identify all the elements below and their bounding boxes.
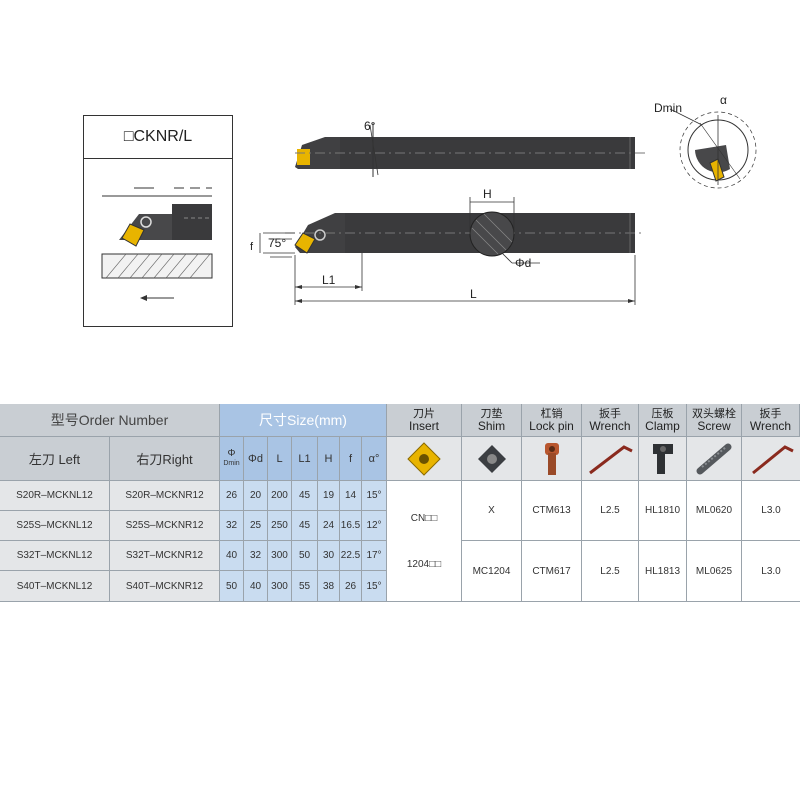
reference-view-title: □CKNR/L	[84, 116, 232, 159]
l1-cell: 50	[292, 541, 318, 571]
lock-pin-image-cell	[522, 437, 582, 481]
left-model-cell: S40T–MCKNL12	[0, 571, 110, 602]
alpha-cell: 15°	[362, 481, 387, 511]
lock-pin-value-group1: CTM613	[522, 481, 582, 541]
alpha-cell: 15°	[362, 571, 387, 602]
clamp-image-cell	[639, 437, 687, 481]
order-number-header: 型号Order Number	[0, 404, 220, 437]
h-label: H	[483, 187, 492, 201]
shim-image-cell	[462, 437, 522, 481]
h-cell: 38	[318, 571, 340, 602]
l-label: L	[470, 287, 477, 301]
d-col-header: Φd	[244, 437, 268, 481]
f-cell: 22.5	[340, 541, 362, 571]
wrench-icon	[752, 444, 794, 474]
l-col-header: L	[268, 437, 292, 481]
clamp-value-group2: HL1813	[639, 541, 687, 602]
alpha-cell: 17°	[362, 541, 387, 571]
shim-icon	[477, 444, 506, 473]
wrench-value-group1: L2.5	[582, 481, 639, 541]
insert-code-cell: CN□□ 1204□□	[387, 481, 462, 602]
insert-icon	[407, 441, 441, 476]
right-model-cell: S40T–MCKNR12	[110, 571, 220, 602]
d-cell: 32	[244, 541, 268, 571]
phi-d-label: Φd	[515, 256, 532, 270]
reference-view-box: □CKNR/L	[83, 115, 233, 327]
h-col-header: H	[318, 437, 340, 481]
screw-image-cell	[687, 437, 742, 481]
l-cell: 200	[268, 481, 292, 511]
left-hand-header: 左刀 Left	[0, 437, 110, 481]
wrench2-value-group2: L3.0	[742, 541, 800, 602]
f-cell: 16.5	[340, 511, 362, 541]
l-cell: 300	[268, 571, 292, 602]
alpha-cell: 12°	[362, 511, 387, 541]
dmin-cell: 32	[220, 511, 244, 541]
alpha-label: α	[720, 93, 727, 107]
d-cell: 25	[244, 511, 268, 541]
alpha-col-header: α°	[362, 437, 387, 481]
shim-value-group2: MC1204	[462, 541, 522, 602]
d-cell: 40	[244, 571, 268, 602]
l1-cell: 45	[292, 511, 318, 541]
l1-cell: 55	[292, 571, 318, 602]
dmin-cell: 50	[220, 571, 244, 602]
d-cell: 20	[244, 481, 268, 511]
h-cell: 19	[318, 481, 340, 511]
lead-angle-label: 75°	[268, 236, 287, 250]
wrench-image-cell	[582, 437, 639, 481]
left-model-cell: S20R–MCKNL12	[0, 481, 110, 511]
clamp-value-group1: HL1810	[639, 481, 687, 541]
insert-code-line2: 1204□□	[406, 558, 442, 570]
wrench2-image-cell	[742, 437, 800, 481]
insert-image-cell	[387, 437, 462, 481]
dmin-cell: 40	[220, 541, 244, 571]
h-cell: 30	[318, 541, 340, 571]
left-model-cell: S25S–MCKNL12	[0, 511, 110, 541]
dmin-cell: 26	[220, 481, 244, 511]
screw-value-group1: ML0620	[687, 481, 742, 541]
reference-view-drawing	[101, 187, 213, 301]
f-col-header: f	[340, 437, 362, 481]
h-cell: 24	[318, 511, 340, 541]
right-model-cell: S25S–MCKNR12	[110, 511, 220, 541]
lock-pin-icon	[544, 442, 559, 475]
tool-drawing	[259, 108, 757, 305]
lock-pin-value-group2: CTM617	[522, 541, 582, 602]
dmin-label: Dmin	[654, 101, 683, 115]
screw-icon	[696, 443, 732, 474]
insert-code-line1: CN□□	[410, 512, 438, 524]
left-model-cell: S32T–MCKNL12	[0, 541, 110, 571]
f-cell: 14	[340, 481, 362, 511]
right-model-cell: S20R–MCKNR12	[110, 481, 220, 511]
right-hand-header: 右刀Right	[110, 437, 220, 481]
wrench-value-group2: L2.5	[582, 541, 639, 602]
l-cell: 250	[268, 511, 292, 541]
l-cell: 300	[268, 541, 292, 571]
l1-cell: 45	[292, 481, 318, 511]
l1-col-header: L1	[292, 437, 318, 481]
wrench-icon	[589, 444, 633, 474]
f-label: f	[250, 241, 254, 253]
size-header: 尺寸Size(mm)	[220, 404, 387, 437]
angle-top-label: 6°	[364, 119, 376, 133]
clamp-icon	[652, 443, 673, 474]
screw-value-group2: ML0625	[687, 541, 742, 602]
shim-value-group1: X	[462, 481, 522, 541]
right-model-cell: S32T–MCKNR12	[110, 541, 220, 571]
wrench2-value-group1: L3.0	[742, 481, 800, 541]
l1-label: L1	[322, 273, 336, 287]
f-cell: 26	[340, 571, 362, 602]
